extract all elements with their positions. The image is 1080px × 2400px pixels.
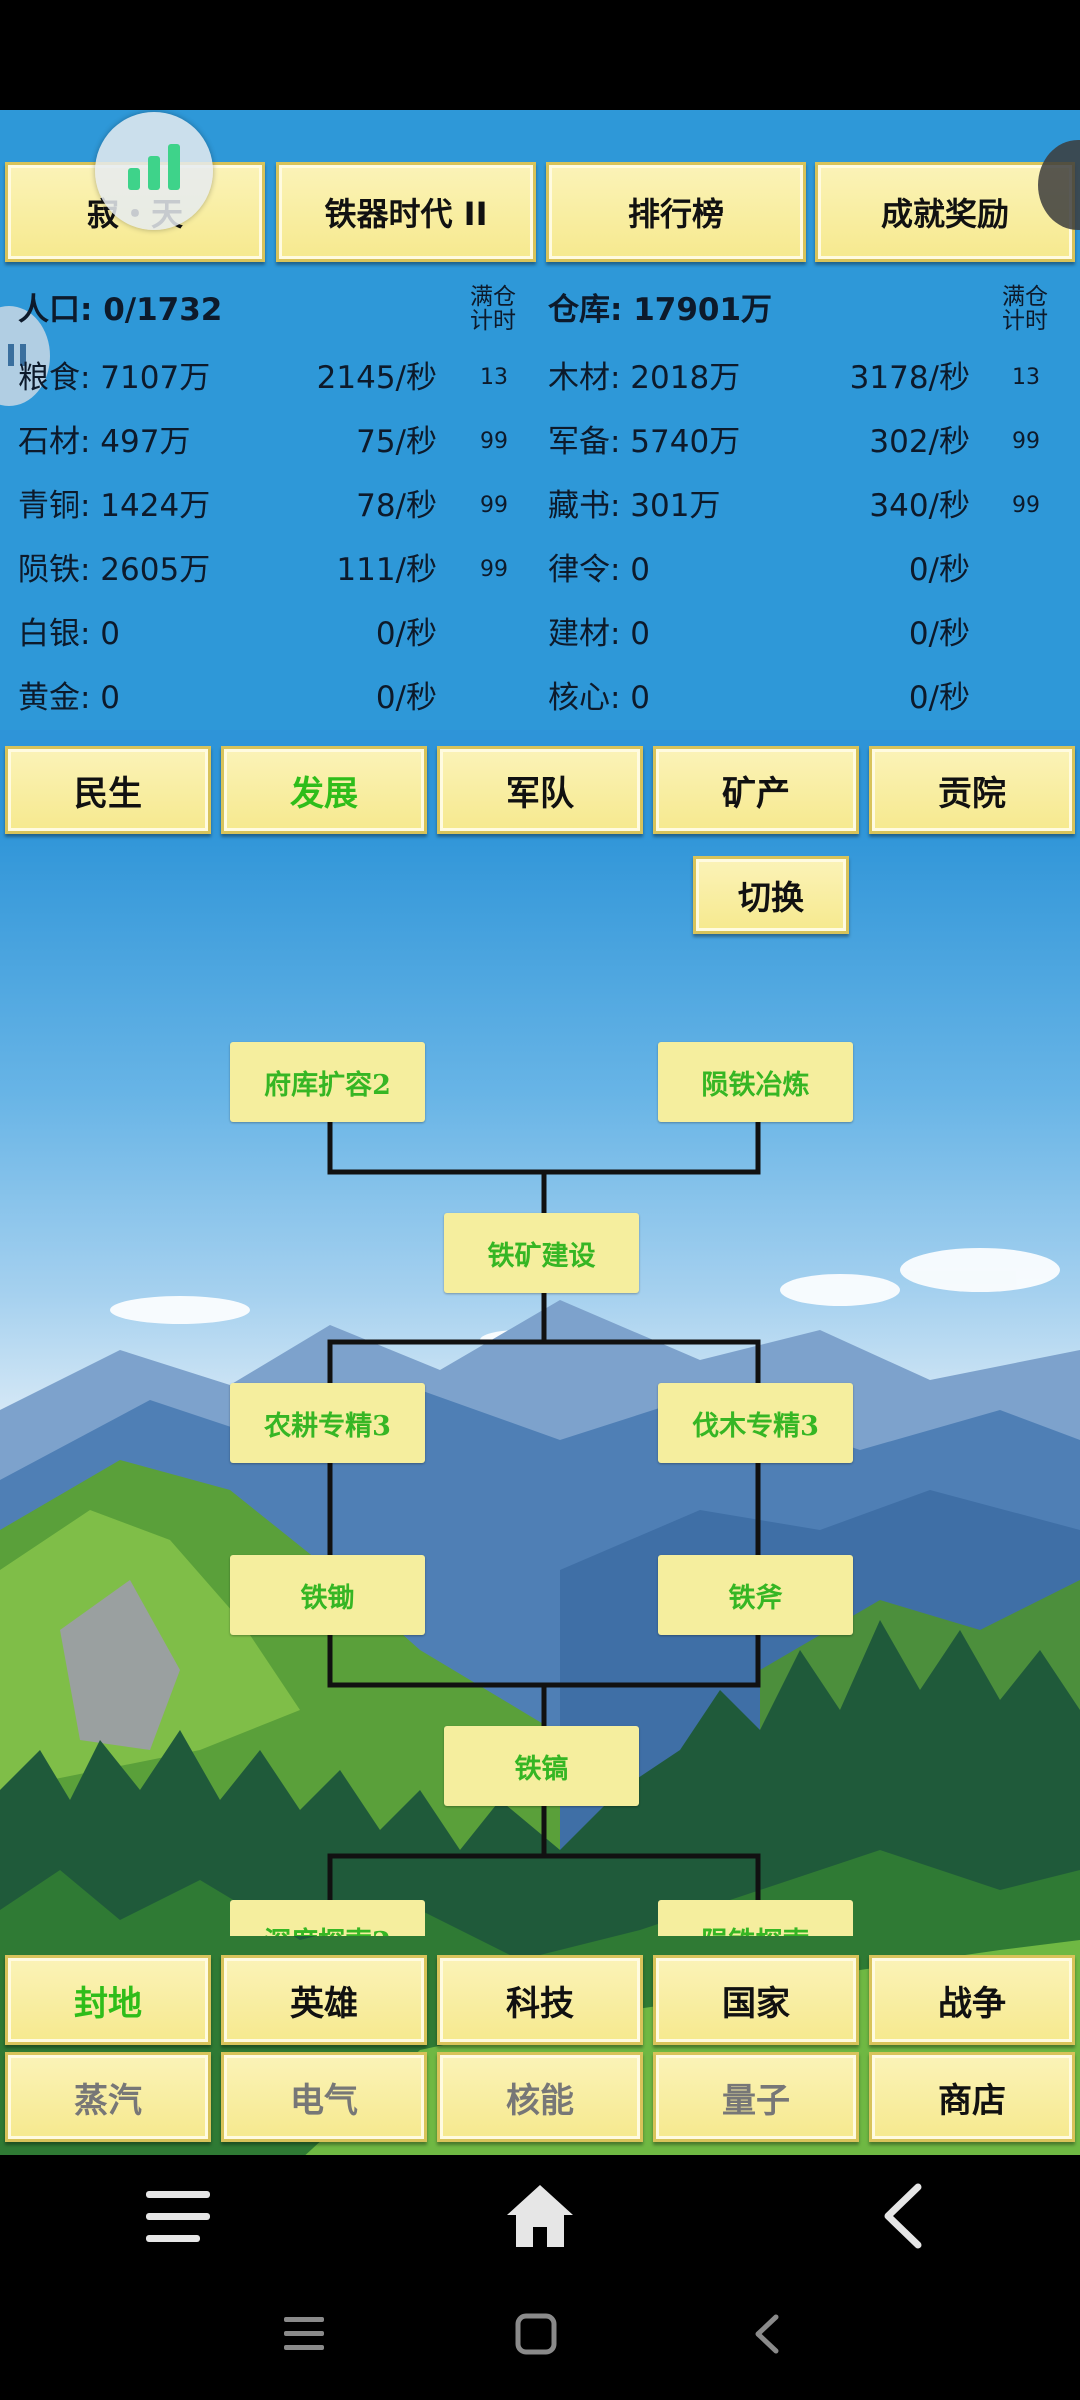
left-resource-row: 黄金: 0 0/秒: [0, 673, 1080, 723]
resource-rate: 3178/秒: [849, 360, 970, 396]
nav-war-button[interactable]: 战争: [869, 1955, 1075, 2045]
nav-quantum-button[interactable]: 量子: [653, 2052, 859, 2142]
right-resource-row: 木材: 2018万 3178/秒 13: [0, 353, 1080, 403]
switch-button[interactable]: 切换: [693, 856, 849, 934]
home-icon[interactable]: [505, 2183, 575, 2249]
resource-panel: 寂・天 铁器时代 II 排行榜 成就奖励 人口: 0/1732 仓库: 1790…: [0, 110, 1080, 834]
tech-node-treasury-expansion[interactable]: 府库扩容2: [230, 1042, 425, 1122]
resource-rate: 0/秒: [375, 680, 437, 716]
resource-name: 石材: 497万: [18, 424, 191, 460]
menu-icon[interactable]: [146, 2187, 212, 2247]
signal-bars-icon[interactable]: [95, 112, 213, 230]
left-full-timer-tag: 满仓计时: [470, 284, 516, 334]
square-icon[interactable]: [515, 2313, 557, 2355]
right-resource-row: 军备: 5740万 302/秒 99: [0, 417, 1080, 467]
tab-academy[interactable]: 贡院: [869, 746, 1075, 834]
resource-name: 藏书: 301万: [548, 488, 721, 524]
left-resource-row: 石材: 497万 75/秒 99: [0, 417, 1080, 467]
resource-timer: 13: [480, 365, 508, 390]
resource-rate: 111/秒: [336, 552, 437, 588]
left-resource-row: 白银: 0 0/秒: [0, 609, 1080, 659]
resource-rate: 302/秒: [869, 424, 970, 460]
tech-node-meteorite-exploration[interactable]: 陨铁探索: [658, 1900, 853, 1936]
tab-army[interactable]: 军队: [437, 746, 643, 834]
tech-node-iron-hoe[interactable]: 铁锄: [230, 1555, 425, 1635]
resource-name: 白银: 0: [18, 616, 121, 652]
resource-name: 木材: 2018万: [548, 360, 741, 396]
nav-nuclear-button[interactable]: 核能: [437, 2052, 643, 2142]
tab-livelihood[interactable]: 民生: [5, 746, 211, 834]
resource-timer: 99: [1012, 493, 1040, 518]
resource-timer: 99: [480, 429, 508, 454]
tech-node-farming-mastery[interactable]: 农耕专精3: [230, 1383, 425, 1463]
resource-name: 黄金: 0: [18, 680, 121, 716]
resource-rate: 75/秒: [356, 424, 437, 460]
resource-timer: 99: [1012, 429, 1040, 454]
status-bar: [0, 0, 1080, 110]
tab-minerals[interactable]: 矿产: [653, 746, 859, 834]
resource-name: 青铜: 1424万: [18, 488, 211, 524]
tech-node-deep-exploration[interactable]: 深度探索2: [230, 1900, 425, 1936]
nav-nation-button[interactable]: 国家: [653, 1955, 859, 2045]
resource-name: 建材: 0: [548, 616, 651, 652]
tech-node-iron-pickaxe[interactable]: 铁镐: [444, 1726, 639, 1806]
resource-name: 粮食: 7107万: [18, 360, 211, 396]
leaderboard-button[interactable]: 排行榜: [546, 162, 806, 262]
tech-node-meteorite-smelting[interactable]: 陨铁冶炼: [658, 1042, 853, 1122]
tech-node-clip-right: 陨铁探索: [658, 1900, 853, 1936]
tech-node-iron-axe[interactable]: 铁斧: [658, 1555, 853, 1635]
resource-rate: 0/秒: [375, 616, 437, 652]
resource-name: 陨铁: 2605万: [18, 552, 211, 588]
resource-rate: 78/秒: [356, 488, 437, 524]
left-resource-row: 粮食: 7107万 2145/秒 13: [0, 353, 1080, 403]
population-label: 人口: 0/1732: [18, 292, 223, 328]
nav-steam-button[interactable]: 蒸汽: [5, 2052, 211, 2142]
left-resource-row: 青铜: 1424万 78/秒 99: [0, 481, 1080, 531]
resource-timer: 99: [480, 493, 508, 518]
tech-node-logging-mastery[interactable]: 伐木专精3: [658, 1383, 853, 1463]
resource-timer: 99: [480, 557, 508, 582]
system-navigation-bar: [0, 2155, 1080, 2400]
resource-rate: 0/秒: [908, 552, 970, 588]
era-button[interactable]: 铁器时代 II: [276, 162, 536, 262]
tab-development[interactable]: 发展: [221, 746, 427, 834]
left-resource-row: 陨铁: 2605万 111/秒 99: [0, 545, 1080, 595]
tech-node-clip-left: 深度探索2: [230, 1900, 425, 1936]
resource-rate: 340/秒: [869, 488, 970, 524]
right-resource-row: 律令: 0 0/秒: [0, 545, 1080, 595]
nav-heroes-button[interactable]: 英雄: [221, 1955, 427, 2045]
resource-name: 核心: 0: [548, 680, 651, 716]
warehouse-label: 仓库: 17901万: [548, 292, 773, 328]
right-resource-row: 核心: 0 0/秒: [0, 673, 1080, 723]
game-scene: 寂・天 铁器时代 II 排行榜 成就奖励 人口: 0/1732 仓库: 1790…: [0, 110, 1080, 2155]
resource-rate: 2145/秒: [316, 360, 437, 396]
right-resource-row: 藏书: 301万 340/秒 99: [0, 481, 1080, 531]
tech-tree-lines: [327, 1122, 761, 1900]
recents-icon[interactable]: [284, 2315, 326, 2353]
nav-electric-button[interactable]: 电气: [221, 2052, 427, 2142]
nav-fief-button[interactable]: 封地: [5, 1955, 211, 2045]
resource-name: 律令: 0: [548, 552, 651, 588]
nav-tech-button[interactable]: 科技: [437, 1955, 643, 2045]
back-icon[interactable]: [880, 2183, 924, 2249]
chevron-left-icon[interactable]: [752, 2313, 782, 2355]
resource-name: 军备: 5740万: [548, 424, 741, 460]
right-resource-row: 建材: 0 0/秒: [0, 609, 1080, 659]
tech-node-iron-mine[interactable]: 铁矿建设: [444, 1213, 639, 1293]
right-full-timer-tag: 满仓计时: [1002, 284, 1048, 334]
resource-rate: 0/秒: [908, 680, 970, 716]
nav-shop-button[interactable]: 商店: [869, 2052, 1075, 2142]
resource-rate: 0/秒: [908, 616, 970, 652]
resource-timer: 13: [1012, 365, 1040, 390]
